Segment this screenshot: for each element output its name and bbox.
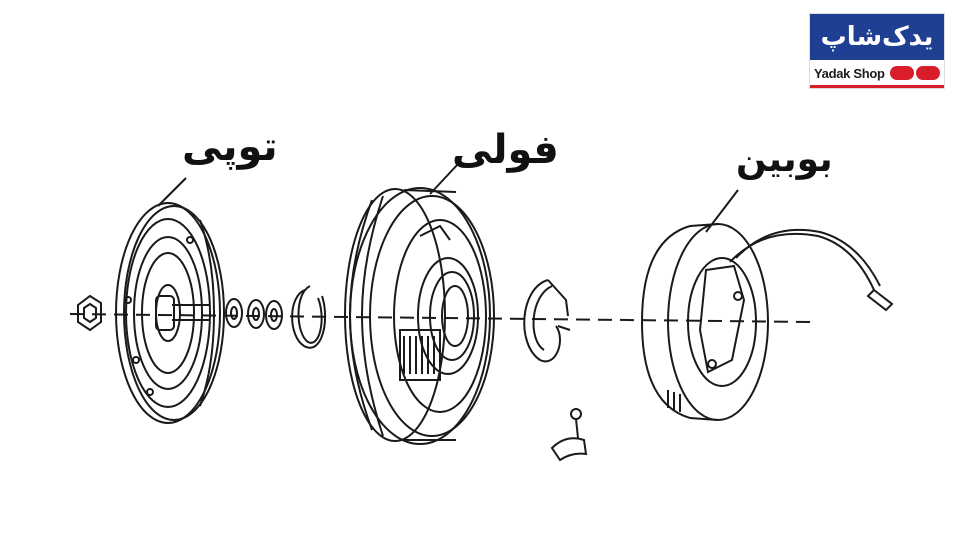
kia-emblem-icon [916,66,940,80]
pulley-label: فولی [452,127,559,173]
hyundai-emblem-icon [890,66,914,80]
screw-and-clip-part [550,408,588,462]
nut-part [77,294,102,332]
logo-red-stripe [810,85,944,88]
snap-ring-left [291,285,327,349]
hub-leader [157,177,187,207]
hub-part [115,177,225,424]
logo-english-text: Yadak Shop [814,65,885,81]
logo-brand-emblems [890,66,940,80]
pulley-leader [429,163,459,195]
pulley-part [344,163,495,445]
coil-part [640,189,894,421]
yadakshop-logo: یدک‌شاپ Yadak Shop [810,14,944,88]
logo-persian-text: یدک‌شاپ [810,14,944,60]
hub-label: توپی [182,124,278,170]
logo-bottom-bar: Yadak Shop [810,60,944,86]
coil-label: بوبین [736,139,833,180]
snap-ring-right [523,279,571,363]
washers-part [225,298,283,330]
coil-leader [705,189,739,233]
